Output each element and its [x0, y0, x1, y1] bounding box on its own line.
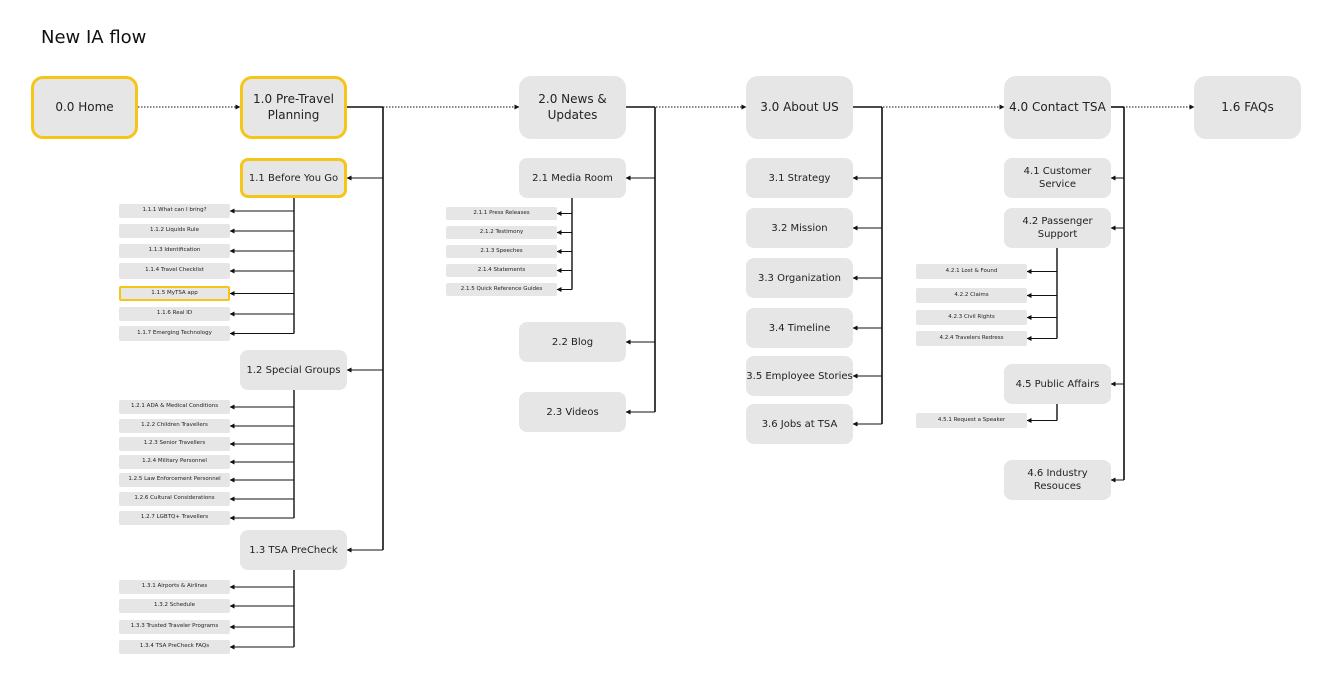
node-1-1-5-mytsa-app: 1.1.5 MyTSA app — [119, 286, 230, 301]
node-3-4-timeline: 3.4 Timeline — [746, 308, 853, 348]
node-1-1-before-you-go: 1.1 Before You Go — [240, 158, 347, 198]
node-4-2-1-lost-and-found: 4.2.1 Lost & Found — [916, 264, 1027, 279]
node-4-2-3-civil-rights: 4.2.3 Civil Rights — [916, 310, 1027, 325]
node-2-2-blog: 2.2 Blog — [519, 322, 626, 362]
node-4-2-4-travelers-redress: 4.2.4 Travelers Redress — [916, 331, 1027, 346]
node-1-2-2-children-travellers: 1.2.2 Children Travellers — [119, 419, 230, 433]
node-2-0-news-and-updates: 2.0 News & Updates — [519, 76, 626, 139]
node-4-2-passenger-support: 4.2 Passenger Support — [1004, 208, 1111, 248]
node-1-1-7-emerging-technology: 1.1.7 Emerging Technology — [119, 326, 230, 341]
node-2-1-5-quick-reference-guides: 2.1.5 Quick Reference Guides — [446, 283, 557, 296]
node-4-2-2-claims: 4.2.2 Claims — [916, 288, 1027, 303]
node-1-2-3-senior-travellers: 1.2.3 Senior Travellers — [119, 437, 230, 451]
node-1-3-3-trusted-traveler-programs: 1.3.3 Trusted Traveler Programs — [119, 620, 230, 634]
node-1-2-6-cultural-considerations: 1.2.6 Cultural Considerations — [119, 492, 230, 506]
node-4-0-contact-tsa: 4.0 Contact TSA — [1004, 76, 1111, 139]
node-1-2-1-ada-and-medical-conditions: 1.2.1 ADA & Medical Conditions — [119, 400, 230, 414]
node-4-5-public-affairs: 4.5 Public Affairs — [1004, 364, 1111, 404]
node-3-3-organization: 3.3 Organization — [746, 258, 853, 298]
node-1-6-faqs: 1.6 FAQs — [1194, 76, 1301, 139]
node-1-0-pre-travel-planning: 1.0 Pre-Travel Planning — [240, 76, 347, 139]
node-4-6-industry-resouces: 4.6 Industry Resouces — [1004, 460, 1111, 500]
node-3-1-strategy: 3.1 Strategy — [746, 158, 853, 198]
node-4-1-customer-service: 4.1 Customer Service — [1004, 158, 1111, 198]
node-1-3-1-airports-and-airlines: 1.3.1 Airports & Airlines — [119, 580, 230, 594]
node-0-0-home: 0.0 Home — [31, 76, 138, 139]
node-1-1-2-liquids-rule: 1.1.2 Liquids Rule — [119, 224, 230, 238]
node-1-1-3-identification: 1.1.3 Identification — [119, 244, 230, 258]
node-1-2-7-lgbtq-travellers: 1.2.7 LGBTQ+ Travellers — [119, 511, 230, 525]
node-1-1-1-what-can-i-bring: 1.1.1 What can I bring? — [119, 204, 230, 218]
node-1-2-5-law-enforcement-personnel: 1.2.5 Law Enforcement Personnel — [119, 473, 230, 487]
node-1-3-tsa-precheck: 1.3 TSA PreCheck — [240, 530, 347, 570]
node-3-0-about-us: 3.0 About US — [746, 76, 853, 139]
node-3-5-employee-stories: 3.5 Employee Stories — [746, 356, 853, 396]
node-3-6-jobs-at-tsa: 3.6 Jobs at TSA — [746, 404, 853, 444]
node-4-5-1-request-a-speaker: 4.5.1 Request a Speaker — [916, 413, 1027, 428]
node-1-2-special-groups: 1.2 Special Groups — [240, 350, 347, 390]
node-1-3-2-schedule: 1.3.2 Schedule — [119, 599, 230, 613]
node-2-1-media-room: 2.1 Media Room — [519, 158, 626, 198]
node-2-3-videos: 2.3 Videos — [519, 392, 626, 432]
node-1-1-6-real-id: 1.1.6 Real ID — [119, 307, 230, 321]
node-2-1-2-testimony: 2.1.2 Testimony — [446, 226, 557, 239]
node-3-2-mission: 3.2 Mission — [746, 208, 853, 248]
page-title: New IA flow — [41, 27, 147, 48]
node-1-3-4-tsa-precheck-faqs: 1.3.4 TSA PreCheck FAQs — [119, 640, 230, 654]
node-2-1-4-statements: 2.1.4 Statements — [446, 264, 557, 277]
node-1-1-4-travel-checklist: 1.1.4 Travel Checklist — [119, 263, 230, 279]
node-2-1-1-press-releases: 2.1.1 Press Releases — [446, 207, 557, 220]
node-2-1-3-speeches: 2.1.3 Speeches — [446, 245, 557, 258]
node-1-2-4-military-personnel: 1.2.4 Military Personnel — [119, 455, 230, 469]
